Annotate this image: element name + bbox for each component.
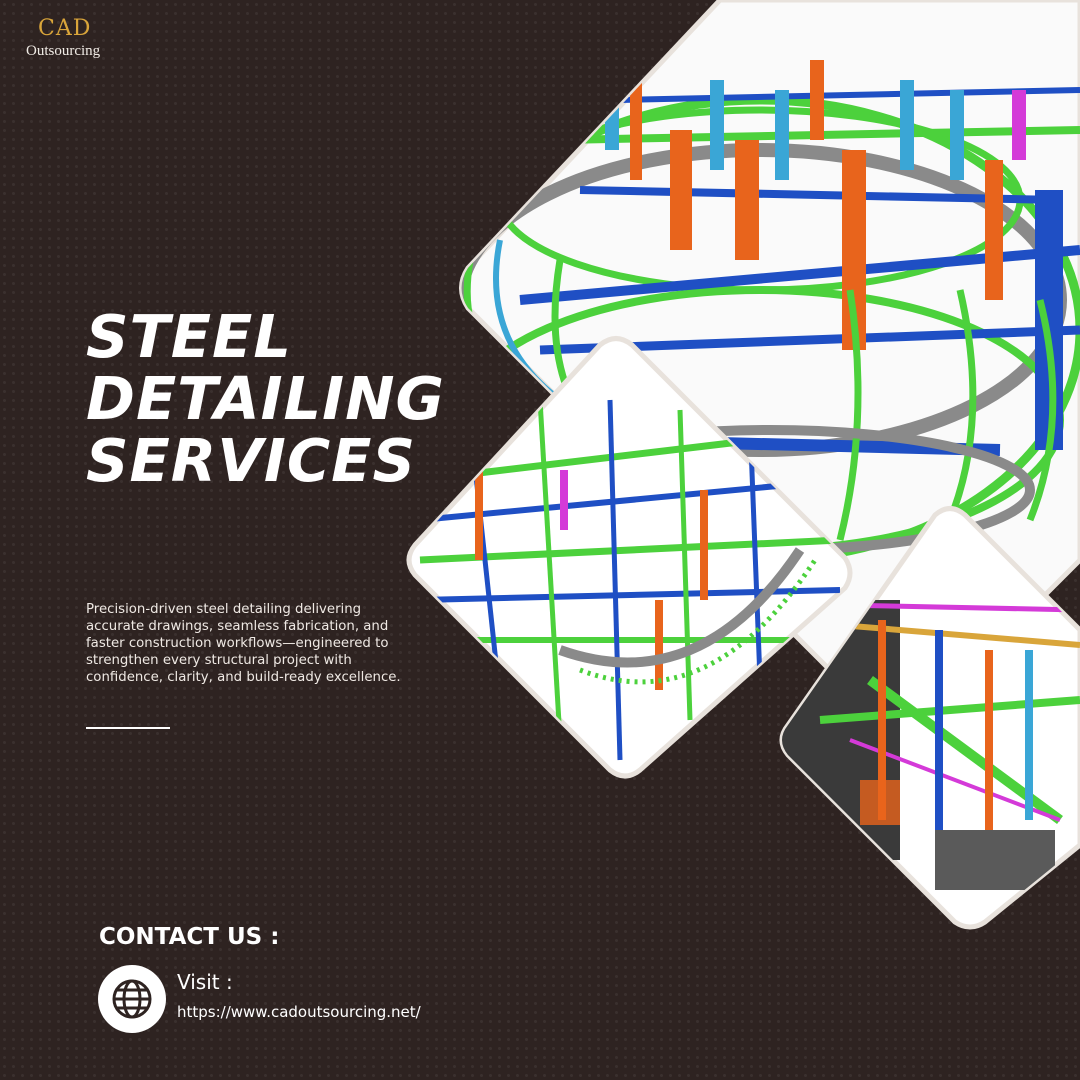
globe-icon (112, 979, 152, 1019)
contact-heading: CONTACT US : (99, 924, 280, 950)
title-line-3: SERVICES (86, 426, 416, 495)
title-line-2: DETAILING (86, 364, 445, 433)
website-link[interactable]: https://www.cadoutsourcing.net/ (177, 1003, 421, 1021)
brand-tagline: Outsourcing (26, 43, 101, 59)
brand-logo[interactable]: CAD Outsourcing (26, 16, 100, 60)
page-title: STEEL DETAILING SERVICES (86, 306, 445, 492)
website-button[interactable] (98, 965, 166, 1033)
brand-name: CAD (38, 16, 92, 41)
visit-label: Visit : (177, 970, 233, 994)
divider-line (86, 727, 170, 729)
title-line-1: STEEL (86, 302, 292, 371)
service-description: Precision-driven steel detailing deliver… (86, 602, 401, 685)
